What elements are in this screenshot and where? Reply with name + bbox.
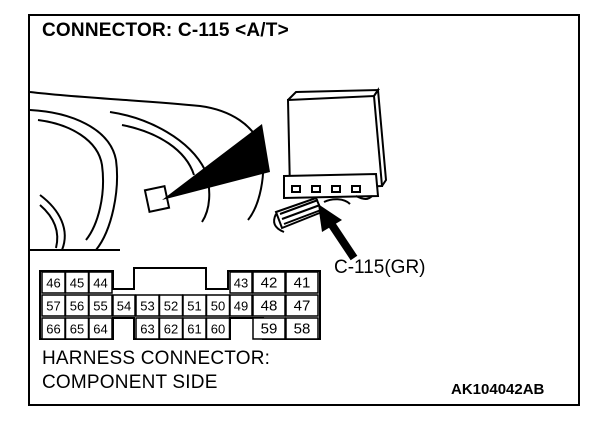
pin-number: 66 xyxy=(46,322,60,337)
pin-number: 58 xyxy=(294,321,311,338)
pin-cell xyxy=(285,317,319,340)
component-side-label: COMPONENT SIDE xyxy=(42,372,218,393)
pin-number: 48 xyxy=(261,298,278,315)
pin-cell xyxy=(229,271,253,294)
pin-number: 49 xyxy=(234,299,248,314)
pin-number: 51 xyxy=(187,299,201,314)
pin-number: 46 xyxy=(46,276,60,291)
pin-cell xyxy=(88,294,113,317)
pin-cell xyxy=(112,294,136,317)
pin-number: 65 xyxy=(70,322,84,337)
pin-number: 52 xyxy=(164,299,178,314)
connector-face-outline xyxy=(39,267,321,340)
pin-number: 42 xyxy=(261,275,278,292)
pin-number: 61 xyxy=(187,322,201,337)
pin-cell xyxy=(252,294,286,317)
pin-number: 53 xyxy=(140,299,154,314)
pin-number: 62 xyxy=(164,322,178,337)
callout-arrow xyxy=(318,204,358,261)
control-unit-drawing xyxy=(273,87,388,233)
pin-number: 43 xyxy=(234,276,248,291)
pin-cell xyxy=(205,317,231,340)
pin-number: 56 xyxy=(70,299,84,314)
pin-number: 41 xyxy=(294,275,311,292)
pin-number: 64 xyxy=(93,322,107,337)
pin-cell xyxy=(229,294,253,317)
pin-cell xyxy=(88,317,113,340)
connector-pins: 46 45 44 57 56 55 66 65 64 54 53 52 51 50 63 62 61 60 43 49… xyxy=(41,271,319,340)
harness-connector-label: HARNESS CONNECTOR: xyxy=(42,348,271,369)
pin-cell xyxy=(252,317,286,340)
pin-cell xyxy=(285,271,319,294)
pin-cell xyxy=(285,294,319,317)
pin-number: 45 xyxy=(70,276,84,291)
location-pointer xyxy=(143,124,270,214)
figure-code: AK104042AB xyxy=(451,381,545,398)
connector-callout-label: C-115(GR) xyxy=(334,257,426,278)
pin-number: 54 xyxy=(117,299,131,314)
pin-number: 44 xyxy=(93,276,107,291)
pin-number: 50 xyxy=(211,299,225,314)
pin-number: 55 xyxy=(93,299,107,314)
connector-title: CONNECTOR: C-115 <A/T> xyxy=(42,20,289,41)
pin-cell xyxy=(88,271,113,294)
pin-number: 57 xyxy=(46,299,60,314)
pin-number: 59 xyxy=(261,321,278,338)
dashboard-drawing xyxy=(29,91,265,251)
pin-number: 63 xyxy=(140,322,154,337)
pin-cell xyxy=(252,271,286,294)
pin-number: 47 xyxy=(294,298,311,315)
pin-number: 60 xyxy=(211,322,225,337)
